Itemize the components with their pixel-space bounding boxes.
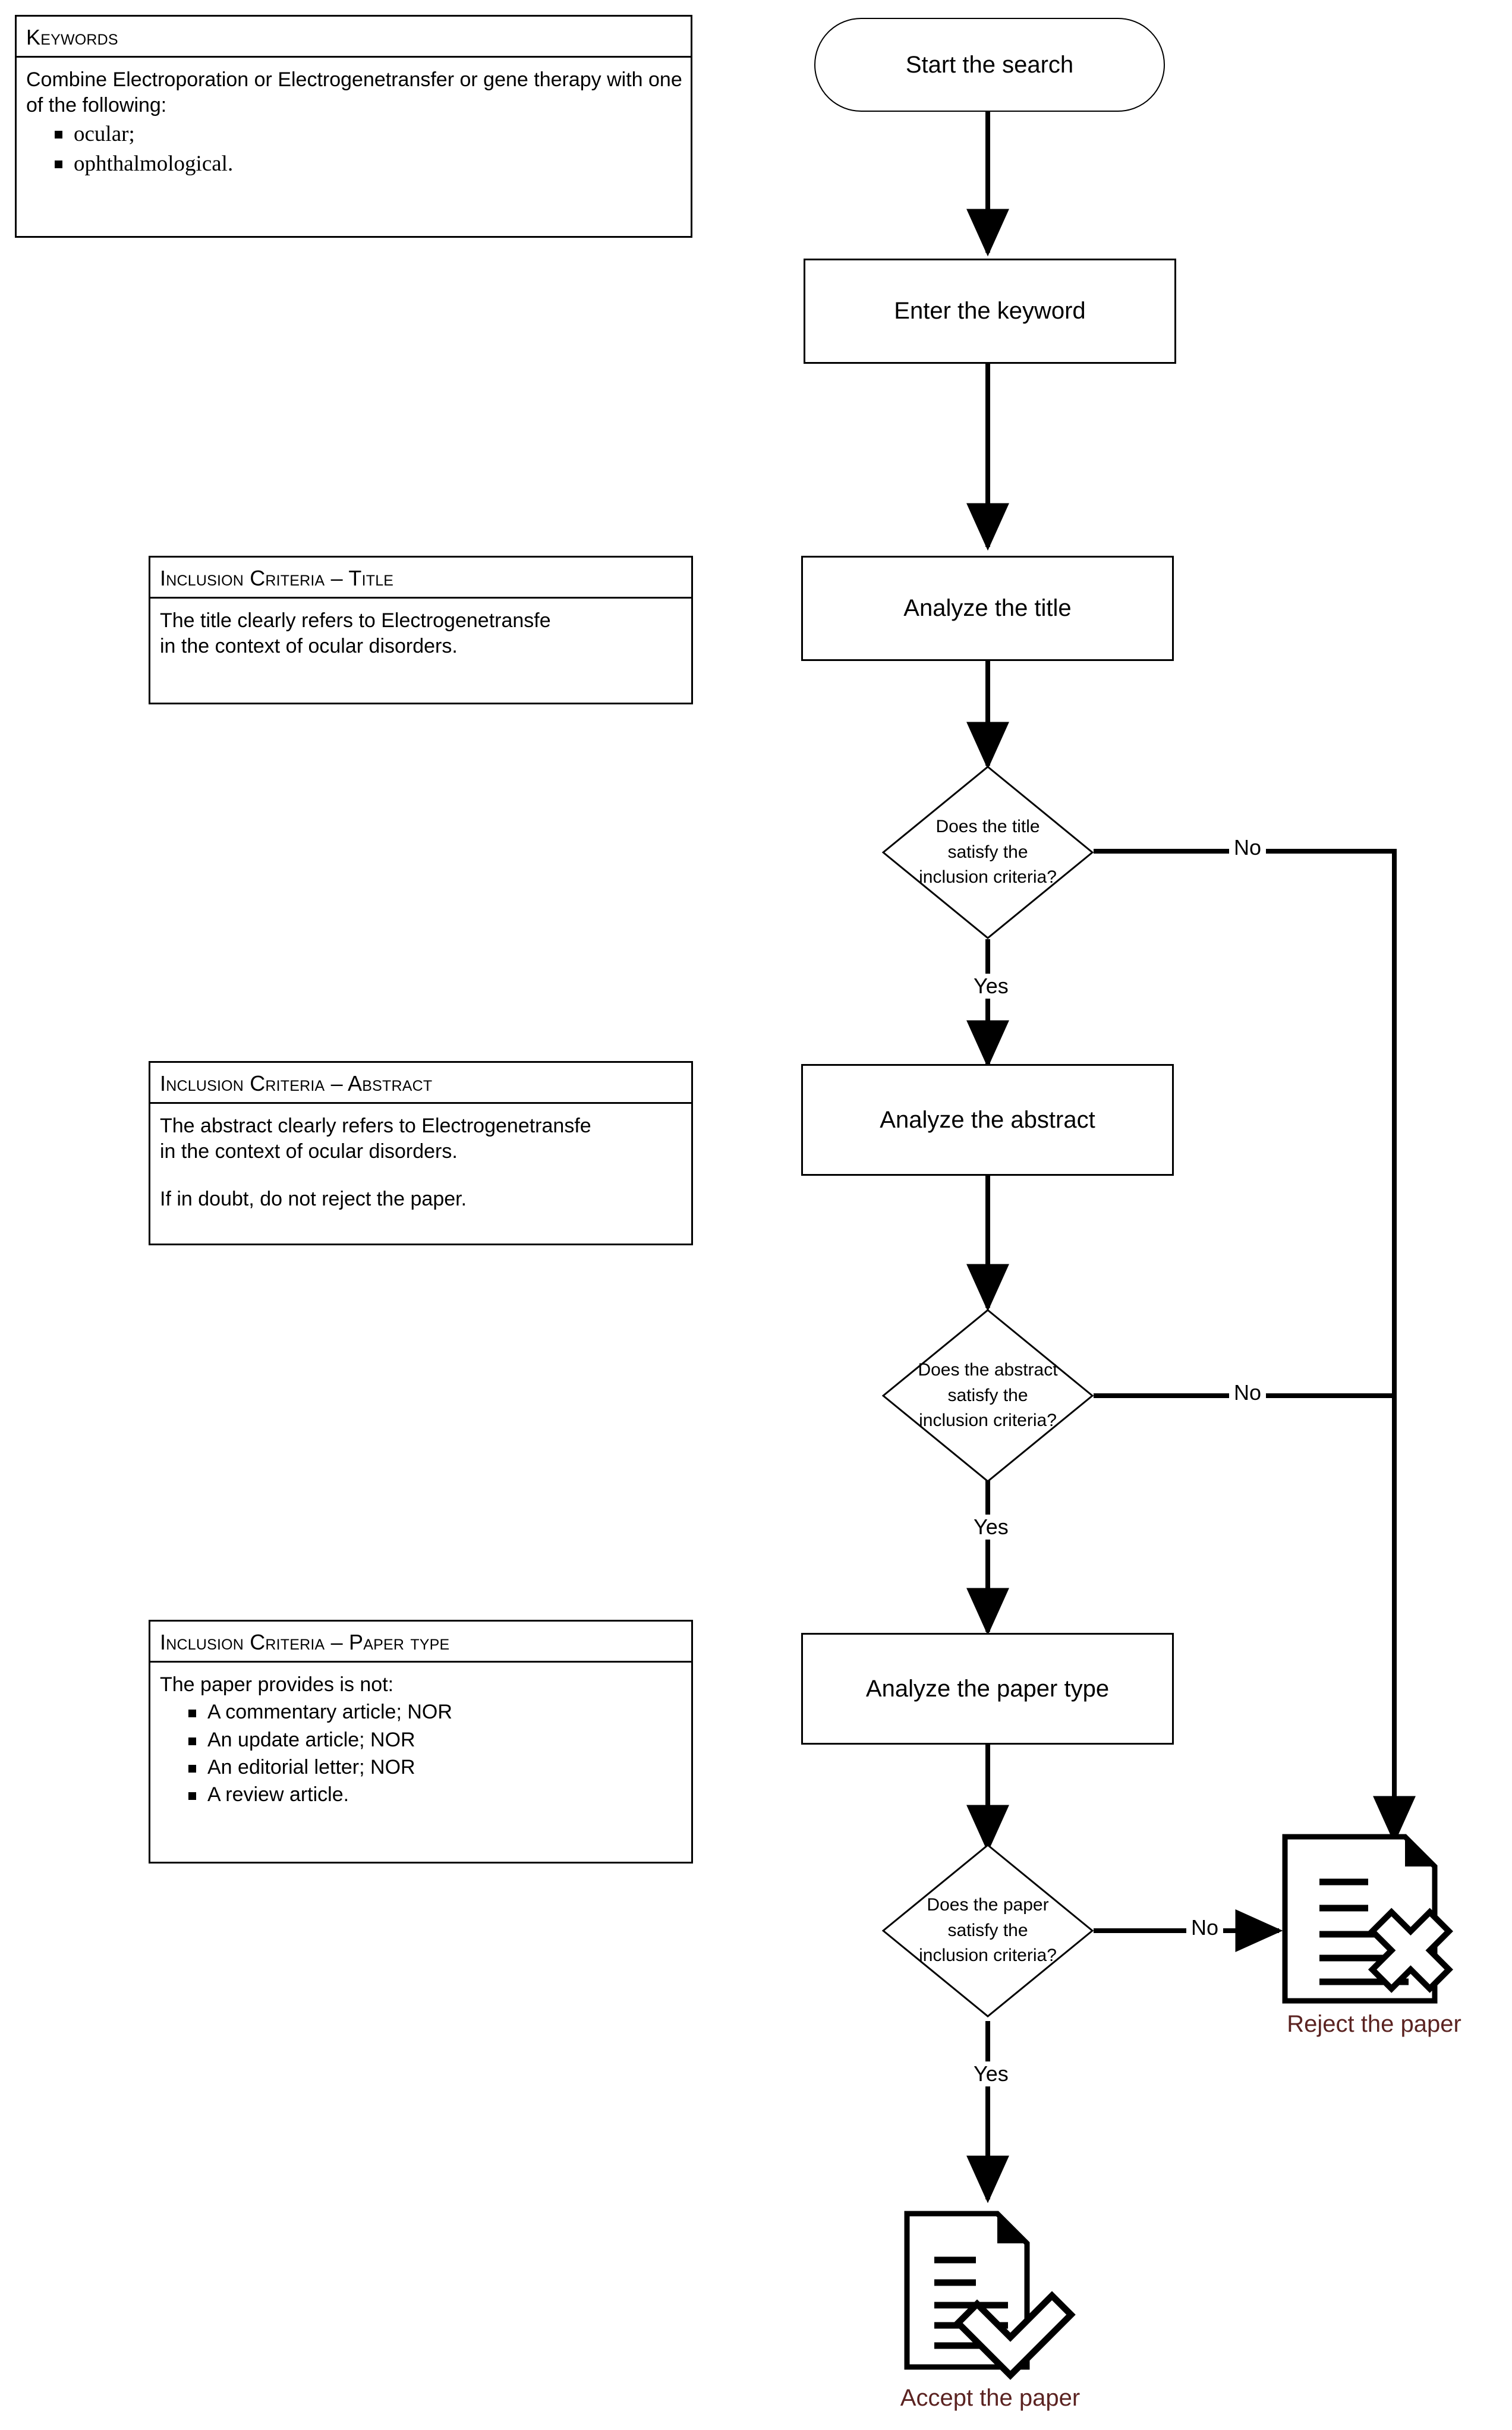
flow-step-analyze-paper-type-label: Analyze the paper type	[865, 1675, 1110, 1702]
keywords-panel: Keywords Combine Electroporation or Elec…	[15, 15, 692, 238]
criteria-panel-title-body: The title clearly refers to Electrogenet…	[150, 599, 691, 668]
flow-decision-paper-type[interactable]: Does the paper satisfy the inclusion cri…	[882, 1844, 1094, 2017]
edge-label-yes-abstract: Yes	[969, 1515, 1013, 1540]
criteria-panel-paper-type: Inclusion Criteria – Paper type The pape…	[149, 1620, 693, 1864]
list-item: A commentary article; NOR	[184, 1699, 683, 1725]
criteria-panel-paper-type-body: The paper provides is not: A commentary …	[150, 1663, 691, 1817]
criteria-panel-paper-type-heading: Inclusion Criteria – Paper type	[150, 1622, 691, 1663]
flow-step-analyze-title[interactable]: Analyze the title	[801, 556, 1174, 661]
flow-endpoint-accept-label: Accept the paper	[900, 2385, 1081, 2411]
criteria-panel-abstract-heading: Inclusion Criteria – Abstract	[150, 1063, 691, 1104]
list-item: An editorial letter; NOR	[184, 1754, 683, 1780]
criteria-title-line-1: The title clearly refers to Electrogenet…	[160, 609, 551, 632]
list-item: An update article; NOR	[184, 1727, 683, 1753]
flow-step-analyze-title-label: Analyze the title	[903, 595, 1072, 621]
edge-label-yes-title: Yes	[969, 974, 1013, 999]
flow-endpoint-reject-label: Reject the paper	[1287, 2011, 1461, 2037]
criteria-title-line-2: in the context of ocular disorders.	[160, 635, 458, 658]
flow-decision-title[interactable]: Does the title satisfy the inclusion cri…	[882, 766, 1094, 939]
document-check-icon	[904, 2211, 1076, 2380]
criteria-paper-type-intro: The paper provides is not:	[160, 1673, 394, 1696]
list-item: A review article.	[184, 1781, 683, 1808]
criteria-panel-title: Inclusion Criteria – Title The title cle…	[149, 556, 693, 704]
criteria-abstract-line-1: The abstract clearly refers to Electroge…	[160, 1114, 591, 1137]
keywords-list: ocular; ophthalmological.	[26, 120, 682, 178]
criteria-abstract-line-3: If in doubt, do not reject the paper.	[160, 1187, 467, 1210]
flow-start-label: Start the search	[905, 51, 1074, 78]
flow-decision-abstract[interactable]: Does the abstract satisfy the inclusion …	[882, 1309, 1094, 1482]
flow-endpoint-accept[interactable]: Accept the paper	[900, 2206, 1080, 2411]
list-item: ocular;	[50, 120, 682, 149]
flow-step-analyze-paper-type[interactable]: Analyze the paper type	[801, 1633, 1174, 1745]
keywords-panel-body: Combine Electroporation or Electrogenetr…	[17, 58, 691, 188]
edge-label-yes-paper-type: Yes	[969, 2061, 1013, 2086]
edge-label-no-paper-type: No	[1186, 1915, 1224, 1940]
edge-label-no-title: No	[1229, 835, 1267, 860]
document-cross-icon	[1282, 1834, 1453, 2004]
list-item: ophthalmological.	[50, 150, 682, 178]
flow-start-terminator[interactable]: Start the search	[814, 18, 1165, 112]
flow-step-enter-keyword-label: Enter the keyword	[894, 298, 1086, 324]
flow-endpoint-reject[interactable]: Reject the paper	[1279, 1830, 1469, 2037]
flow-step-analyze-abstract[interactable]: Analyze the abstract	[801, 1064, 1174, 1176]
criteria-abstract-line-2: in the context of ocular disorders.	[160, 1140, 458, 1163]
keywords-intro-text: Combine Electroporation or Electrogenetr…	[26, 68, 682, 117]
criteria-panel-abstract: Inclusion Criteria – Abstract The abstra…	[149, 1061, 693, 1245]
keywords-panel-heading: Keywords	[17, 17, 691, 58]
criteria-panel-title-heading: Inclusion Criteria – Title	[150, 558, 691, 599]
flow-step-enter-keyword[interactable]: Enter the keyword	[804, 259, 1176, 364]
criteria-panel-abstract-body: The abstract clearly refers to Electroge…	[150, 1104, 691, 1221]
edge-label-no-abstract: No	[1229, 1380, 1267, 1405]
flow-step-analyze-abstract-label: Analyze the abstract	[880, 1106, 1095, 1133]
criteria-paper-type-list: A commentary article; NOR An update arti…	[160, 1699, 683, 1808]
